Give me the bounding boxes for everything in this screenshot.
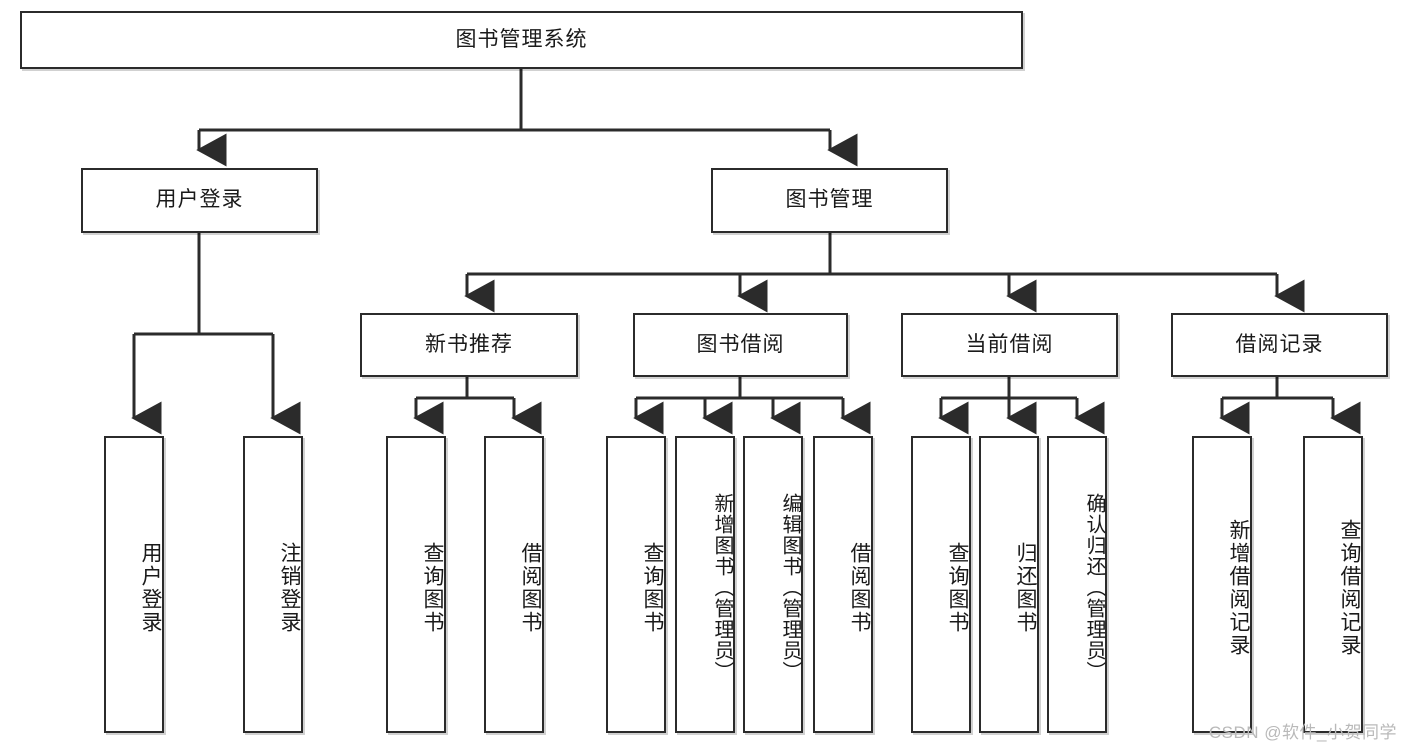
leaf-newbook-query[interactable]: 查询图书	[386, 436, 446, 733]
leaf-user-login-login[interactable]: 用户登录	[104, 436, 164, 733]
node-user-login[interactable]: 用户登录	[81, 168, 318, 233]
leaf-user-login-login-label: 用户登录	[139, 541, 162, 634]
leaf-borrow-add-admin[interactable]: 新增图书（管理员）	[675, 436, 735, 733]
leaf-current-confirm-return-admin[interactable]: 确认归还（管理员）	[1047, 436, 1107, 733]
node-current-borrow[interactable]: 当前借阅	[901, 313, 1118, 377]
node-new-book-recommend-label: 新书推荐	[425, 332, 513, 356]
leaf-borrow-query[interactable]: 查询图书	[606, 436, 666, 733]
leaf-newbook-borrow-label: 借阅图书	[519, 541, 542, 634]
node-borrow-records[interactable]: 借阅记录	[1171, 313, 1388, 377]
node-borrow-records-label: 借阅记录	[1235, 332, 1324, 356]
leaf-newbook-borrow[interactable]: 借阅图书	[484, 436, 544, 733]
leaf-borrow-query-label: 查询图书	[641, 541, 664, 634]
leaf-current-confirm-return-admin-label: 确认归还（管理员）	[1083, 493, 1105, 682]
leaf-borrow-add-admin-label: 新增图书（管理员）	[711, 493, 733, 682]
leaf-borrow-borrow-label: 借阅图书	[848, 541, 871, 634]
leaf-user-login-logout-label: 注销登录	[278, 541, 301, 634]
leaf-records-query-label: 查询借阅记录	[1338, 518, 1361, 657]
leaf-current-return-label: 归还图书	[1014, 541, 1037, 634]
leaf-user-login-logout[interactable]: 注销登录	[243, 436, 303, 733]
leaf-current-return[interactable]: 归还图书	[979, 436, 1039, 733]
node-root[interactable]: 图书管理系统	[20, 11, 1023, 69]
leaf-newbook-query-label: 查询图书	[421, 541, 444, 634]
leaf-borrow-edit-admin-label: 编辑图书（管理员）	[779, 493, 801, 682]
leaf-current-query[interactable]: 查询图书	[911, 436, 971, 733]
node-book-borrow[interactable]: 图书借阅	[633, 313, 848, 377]
node-current-borrow-label: 当前借阅	[965, 332, 1054, 356]
leaf-borrow-borrow[interactable]: 借阅图书	[813, 436, 873, 733]
node-user-login-label: 用户登录	[155, 188, 244, 212]
node-root-label: 图书管理系统	[455, 27, 588, 51]
leaf-records-add[interactable]: 新增借阅记录	[1192, 436, 1252, 733]
leaf-current-query-label: 查询图书	[946, 541, 969, 634]
node-new-book-recommend[interactable]: 新书推荐	[360, 313, 578, 377]
node-book-borrow-label: 图书借阅	[696, 332, 785, 356]
node-book-management-label: 图书管理	[785, 188, 874, 212]
leaf-records-add-label: 新增借阅记录	[1227, 518, 1250, 657]
node-book-management[interactable]: 图书管理	[711, 168, 948, 233]
leaf-borrow-edit-admin[interactable]: 编辑图书（管理员）	[743, 436, 803, 733]
leaf-records-query[interactable]: 查询借阅记录	[1303, 436, 1363, 733]
